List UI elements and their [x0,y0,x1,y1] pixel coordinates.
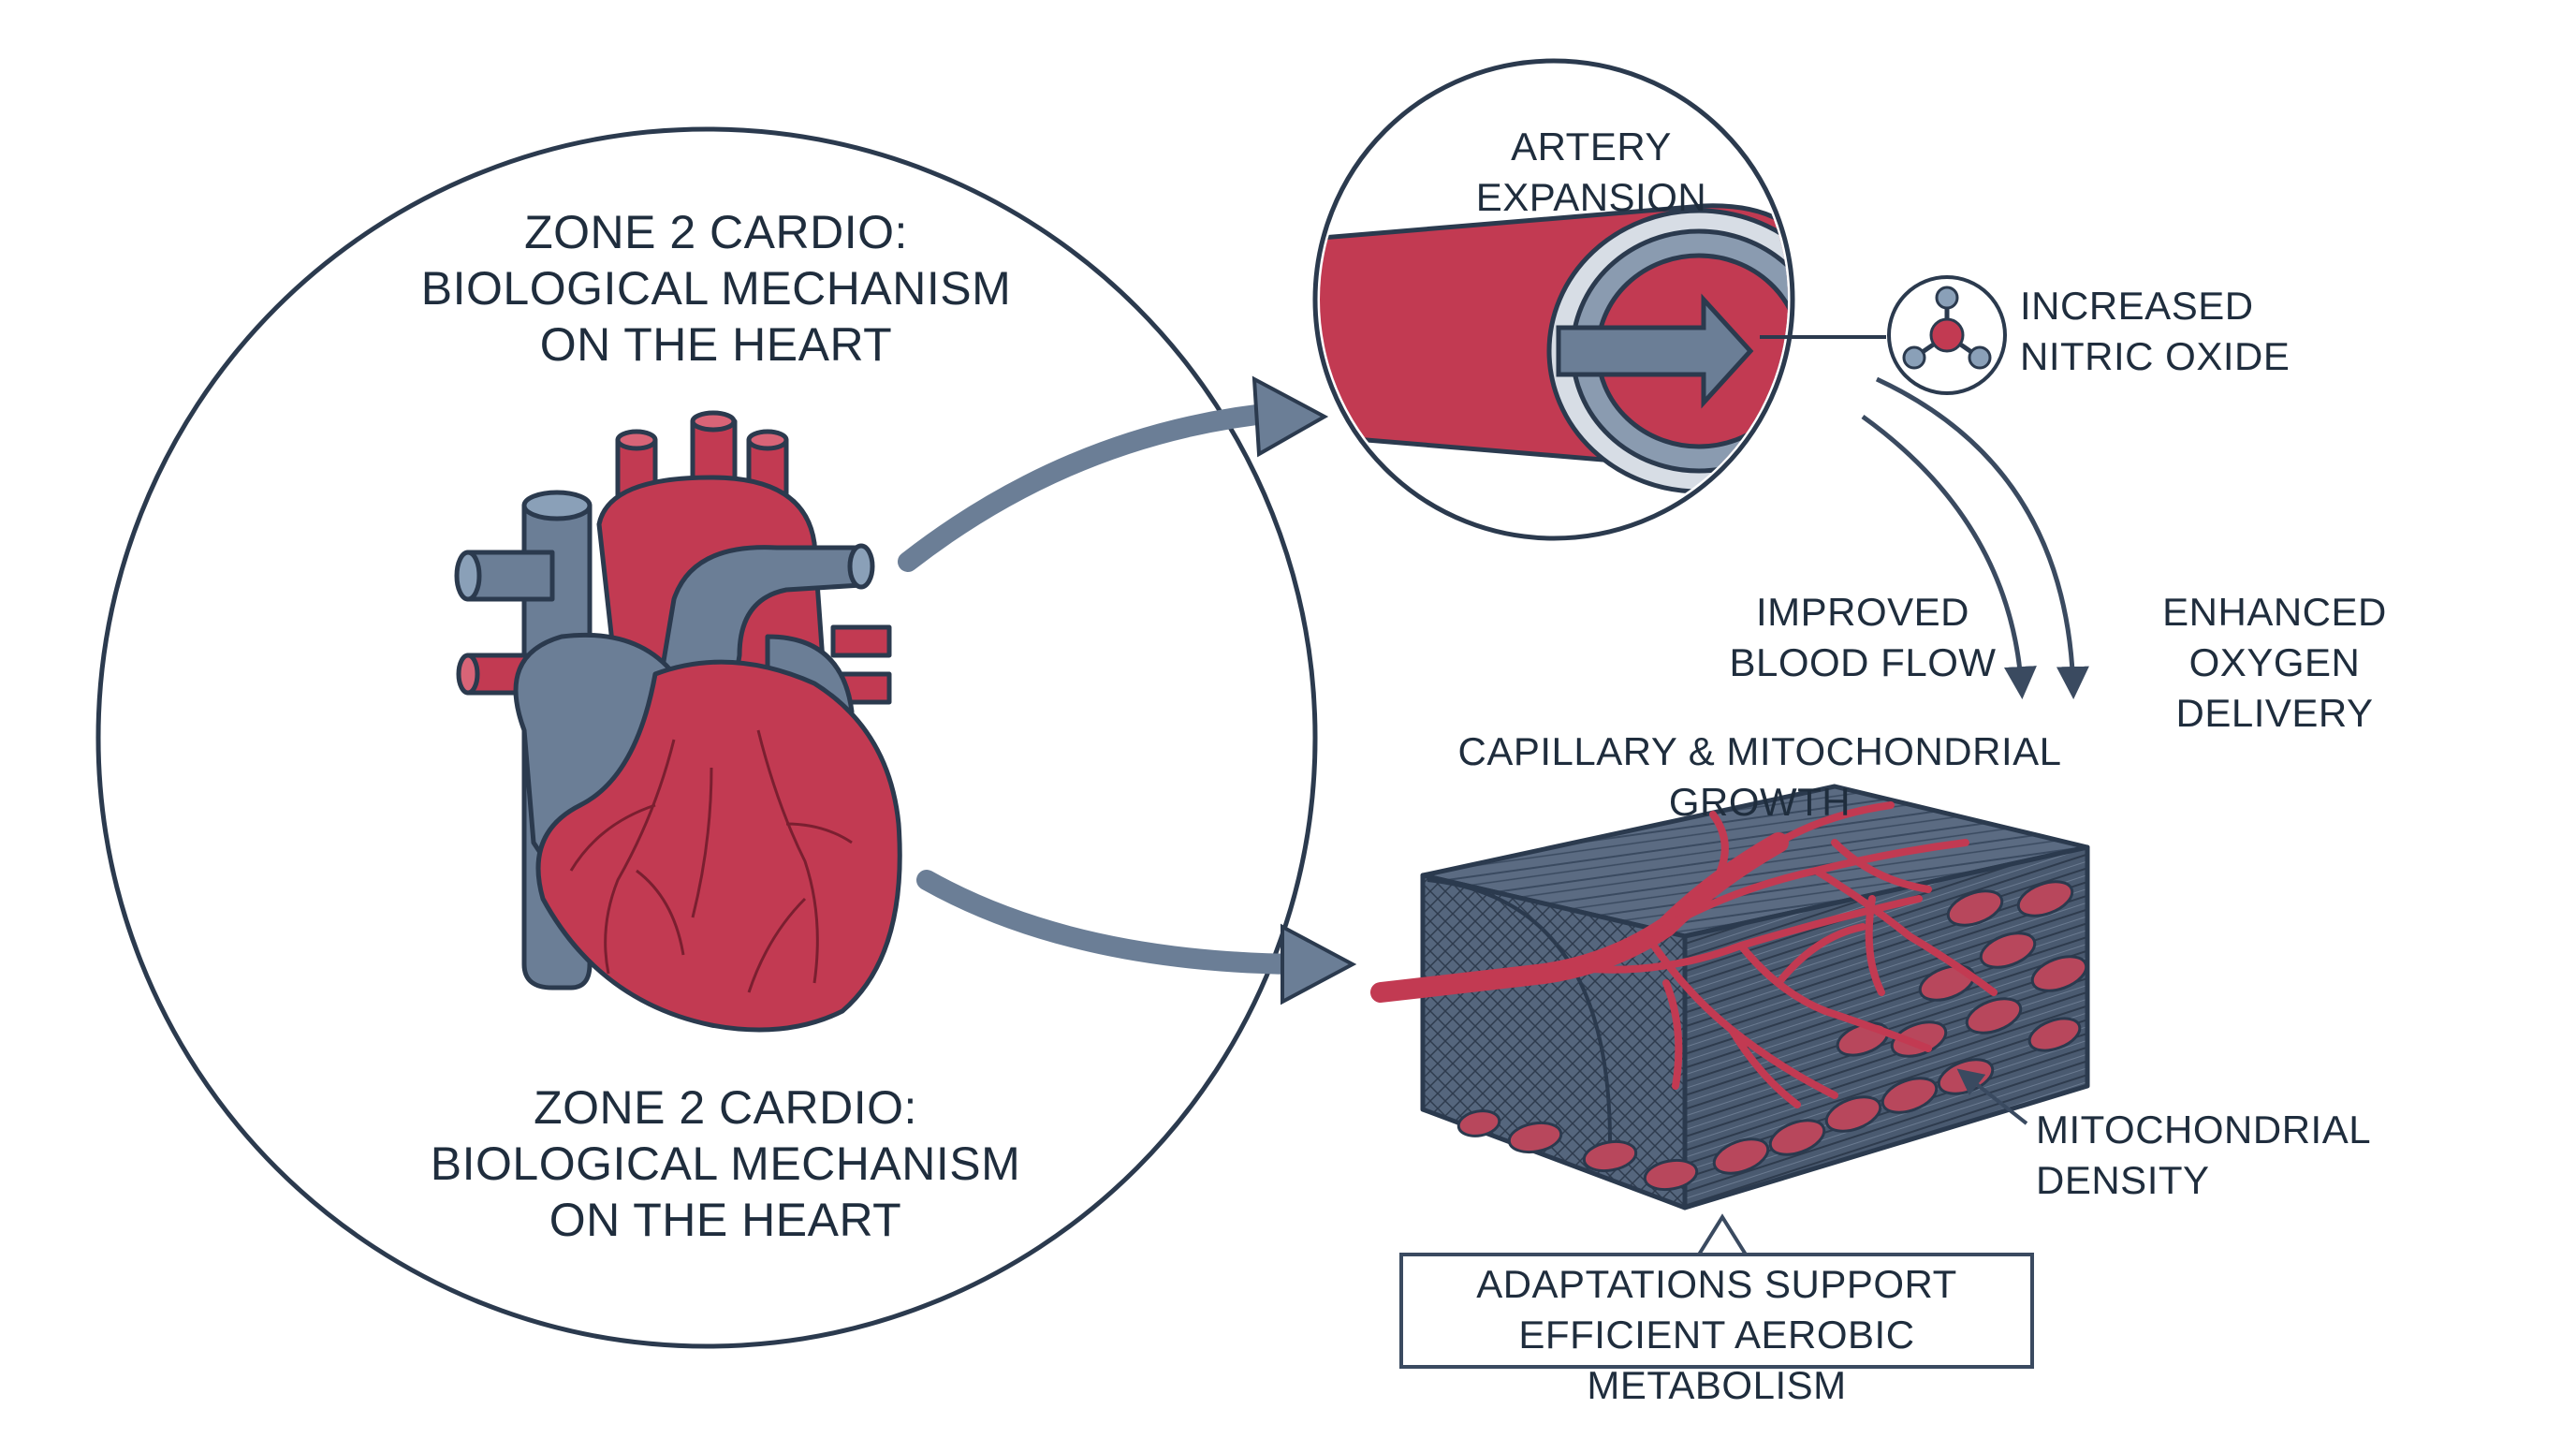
title-bottom: ZONE 2 CARDIO: BIOLOGICAL MECHANISM ON T… [374,1079,1076,1248]
artery-label-line-1: ARTERY [1511,125,1672,169]
mito-density-line-1: MITOCHONDRIAL [2036,1108,2372,1152]
artery-expansion-label: ARTERY EXPANSION [1442,122,1741,223]
capillary-growth-label: CAPILLARY & MITOCHONDRIAL GROWTH [1457,729,2062,824]
adaptation-line-1: ADAPTATIONS SUPPORT [1476,1262,1957,1306]
arrow-to-artery-head [1251,375,1329,458]
blood-flow-arrow [1861,414,2037,699]
title-top-line-2: BIOLOGICAL MECHANISM [420,262,1012,315]
oxygen-line-2: DELIVERY [2175,691,2374,735]
nitric-oxide-label: INCREASED NITRIC OXIDE [2020,281,2357,382]
title-top-line-3: ON THE HEART [539,318,893,371]
oxygen-line-1: ENHANCED OXYGEN [2162,590,2387,684]
adaptation-label: ADAPTATIONS SUPPORT EFFICIENT AEROBIC ME… [1399,1259,2034,1411]
artery-illustration [1320,203,1788,494]
blood-flow-line-1: IMPROVED [1755,590,1970,634]
arrow-to-artery [898,402,1293,572]
capillary-network [1370,801,1998,1108]
nitric-oxide-molecule-icon [1887,275,2007,395]
mito-density-label: MITOCHONDRIAL DENSITY [2036,1105,2373,1206]
nitric-oxide-line-1: INCREASED [2020,284,2254,328]
mito-density-pointer [1956,1068,2028,1125]
title-bottom-line-2: BIOLOGICAL MECHANISM [430,1137,1021,1190]
blood-flow-line-2: BLOOD FLOW [1729,640,1997,684]
heart-illustration [454,410,902,1033]
adaptation-callout [1399,1253,2034,1369]
title-top: ZONE 2 CARDIO: BIOLOGICAL MECHANISM ON T… [365,204,1067,373]
blood-flow-label: IMPROVED BLOOD FLOW [1722,587,2003,688]
title-bottom-line-3: ON THE HEART [549,1194,902,1246]
arrow-to-tissue-head [1281,923,1357,1005]
mito-density-line-2: DENSITY [2036,1158,2210,1202]
callout-pointer [1697,1213,1748,1256]
title-top-line-1: ZONE 2 CARDIO: [524,206,908,258]
title-bottom-line-1: ZONE 2 CARDIO: [534,1081,917,1134]
heart-circle [95,126,1318,1349]
arrow-to-tissue [916,870,1321,975]
adaptation-line-2: EFFICIENT AEROBIC METABOLISM [1518,1313,1915,1407]
artery-label-line-2: EXPANSION [1475,175,1707,219]
oxygen-delivery-label: ENHANCED OXYGEN DELIVERY [2073,587,2476,739]
nitric-oxide-line-2: NITRIC OXIDE [2020,334,2291,378]
oxygen-delivery-arrow [1875,376,2089,699]
